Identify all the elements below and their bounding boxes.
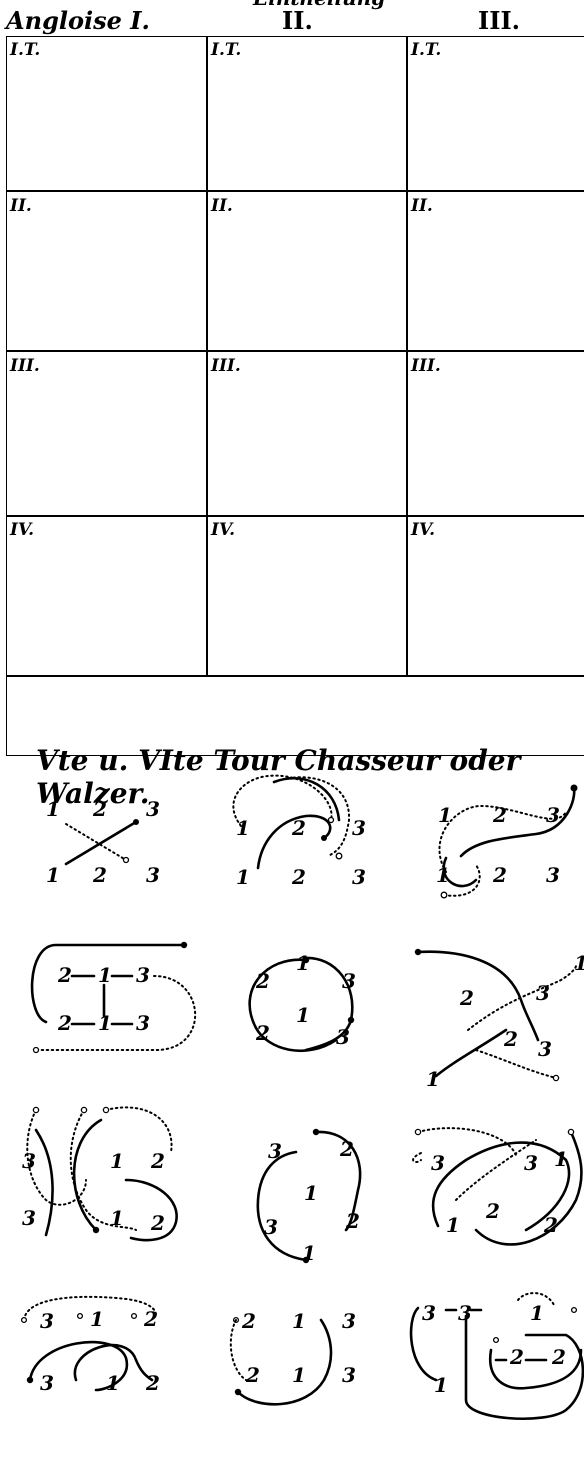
footer-caption: Vte u. VIte Tour Chasseur oder Walzer.: [36, 744, 584, 810]
svg-text:1: 1: [292, 1309, 306, 1333]
svg-text:1: 1: [426, 1067, 440, 1091]
cell-label-r3-c2: III.: [211, 356, 241, 376]
cell-label-r3-c3: III.: [411, 356, 441, 376]
svg-text:3: 3: [268, 1139, 282, 1163]
figure-r1-c1: 1 2 3 1 2 3: [46, 797, 160, 887]
svg-text:2: 2: [57, 963, 72, 987]
figure-r4-c2: 2 1 3 2 1 3: [231, 1309, 356, 1404]
svg-text:3: 3: [524, 1151, 538, 1175]
dancer-3: 3: [146, 863, 160, 887]
svg-text:3: 3: [136, 1011, 150, 1035]
svg-text:3: 3: [536, 981, 550, 1005]
figure-r3-c2: 3 2 1 3 2 1: [258, 1129, 360, 1265]
svg-text:2: 2: [57, 1011, 72, 1035]
svg-text:3: 3: [431, 1151, 445, 1175]
cell-label-r2-c3: II.: [411, 196, 433, 216]
cell-label-r4-c1: IV.: [10, 520, 34, 540]
dance-figures: .p { fill: none; stroke: #000; stroke-wi…: [6, 760, 584, 1480]
cell-label-r3-c1: III.: [10, 356, 40, 376]
svg-text:1: 1: [236, 816, 250, 840]
svg-text:1: 1: [98, 963, 112, 987]
cell-label-r1-c2: I.T.: [211, 40, 241, 60]
cell-label-r1-c1: I.T.: [10, 40, 40, 60]
dancer-1: 1: [46, 863, 60, 887]
svg-text:3: 3: [538, 1037, 552, 1061]
svg-text:3: 3: [352, 816, 366, 840]
figure-r2-c3: 2 2 3 3 1 1: [415, 949, 584, 1091]
svg-text:1: 1: [434, 1373, 448, 1397]
svg-text:3: 3: [136, 963, 150, 987]
svg-text:2: 2: [291, 865, 306, 889]
svg-text:1: 1: [292, 1363, 306, 1387]
svg-text:3: 3: [352, 865, 366, 889]
svg-text:1: 1: [296, 1003, 310, 1027]
svg-text:2: 2: [485, 1199, 500, 1223]
svg-text:3: 3: [40, 1371, 54, 1395]
dancer-2: 2: [92, 863, 107, 887]
figure-r4-c3: 3 3 1 1 2 2: [411, 1293, 583, 1419]
figure-r2-c1: 2 1 3 2 1 3: [32, 942, 195, 1053]
svg-text:1: 1: [236, 865, 250, 889]
cell-label-r2-c2: II.: [211, 196, 233, 216]
svg-text:2: 2: [459, 986, 474, 1010]
svg-text:3: 3: [22, 1206, 36, 1230]
cell-label-r2-c1: II.: [10, 196, 32, 216]
svg-text:3: 3: [546, 863, 560, 887]
svg-text:3: 3: [342, 1363, 356, 1387]
svg-text:2: 2: [150, 1149, 165, 1173]
figure-r3-c1: 3 3 1 1 2 2: [22, 1107, 177, 1240]
figure-r4-c1: 3 1 2 3 1 2: [22, 1297, 160, 1395]
svg-text:3: 3: [40, 1309, 54, 1333]
svg-text:2: 2: [245, 1363, 260, 1387]
grid-lines: [6, 36, 584, 756]
svg-text:1: 1: [110, 1149, 124, 1173]
svg-text:3: 3: [342, 1309, 356, 1333]
svg-text:2: 2: [509, 1345, 524, 1369]
svg-text:2: 2: [551, 1345, 566, 1369]
svg-text:1: 1: [574, 951, 584, 975]
svg-text:1: 1: [446, 1213, 460, 1237]
svg-text:1: 1: [530, 1301, 544, 1325]
cell-label-r1-c3: I.T.: [411, 40, 441, 60]
figure-r3-c3: 3 3 1 1 2 2: [413, 1128, 581, 1244]
header-top-fragment: Eintheilung: [253, 0, 385, 10]
figure-grid: I.T. I.T. I.T. II. II. II. III. III. III…: [6, 36, 584, 756]
svg-text:1: 1: [296, 951, 310, 975]
figure-r2-c2: 2 1 3 1 2 3: [250, 951, 356, 1051]
cell-label-r4-c3: IV.: [411, 520, 435, 540]
svg-text:1: 1: [90, 1307, 104, 1331]
cell-label-r4-c2: IV.: [211, 520, 235, 540]
svg-text:2: 2: [241, 1309, 256, 1333]
svg-text:2: 2: [492, 863, 507, 887]
svg-text:2: 2: [145, 1371, 160, 1395]
svg-text:3: 3: [422, 1301, 436, 1325]
svg-text:1: 1: [304, 1181, 318, 1205]
svg-text:2: 2: [143, 1307, 158, 1331]
svg-text:2: 2: [150, 1211, 165, 1235]
